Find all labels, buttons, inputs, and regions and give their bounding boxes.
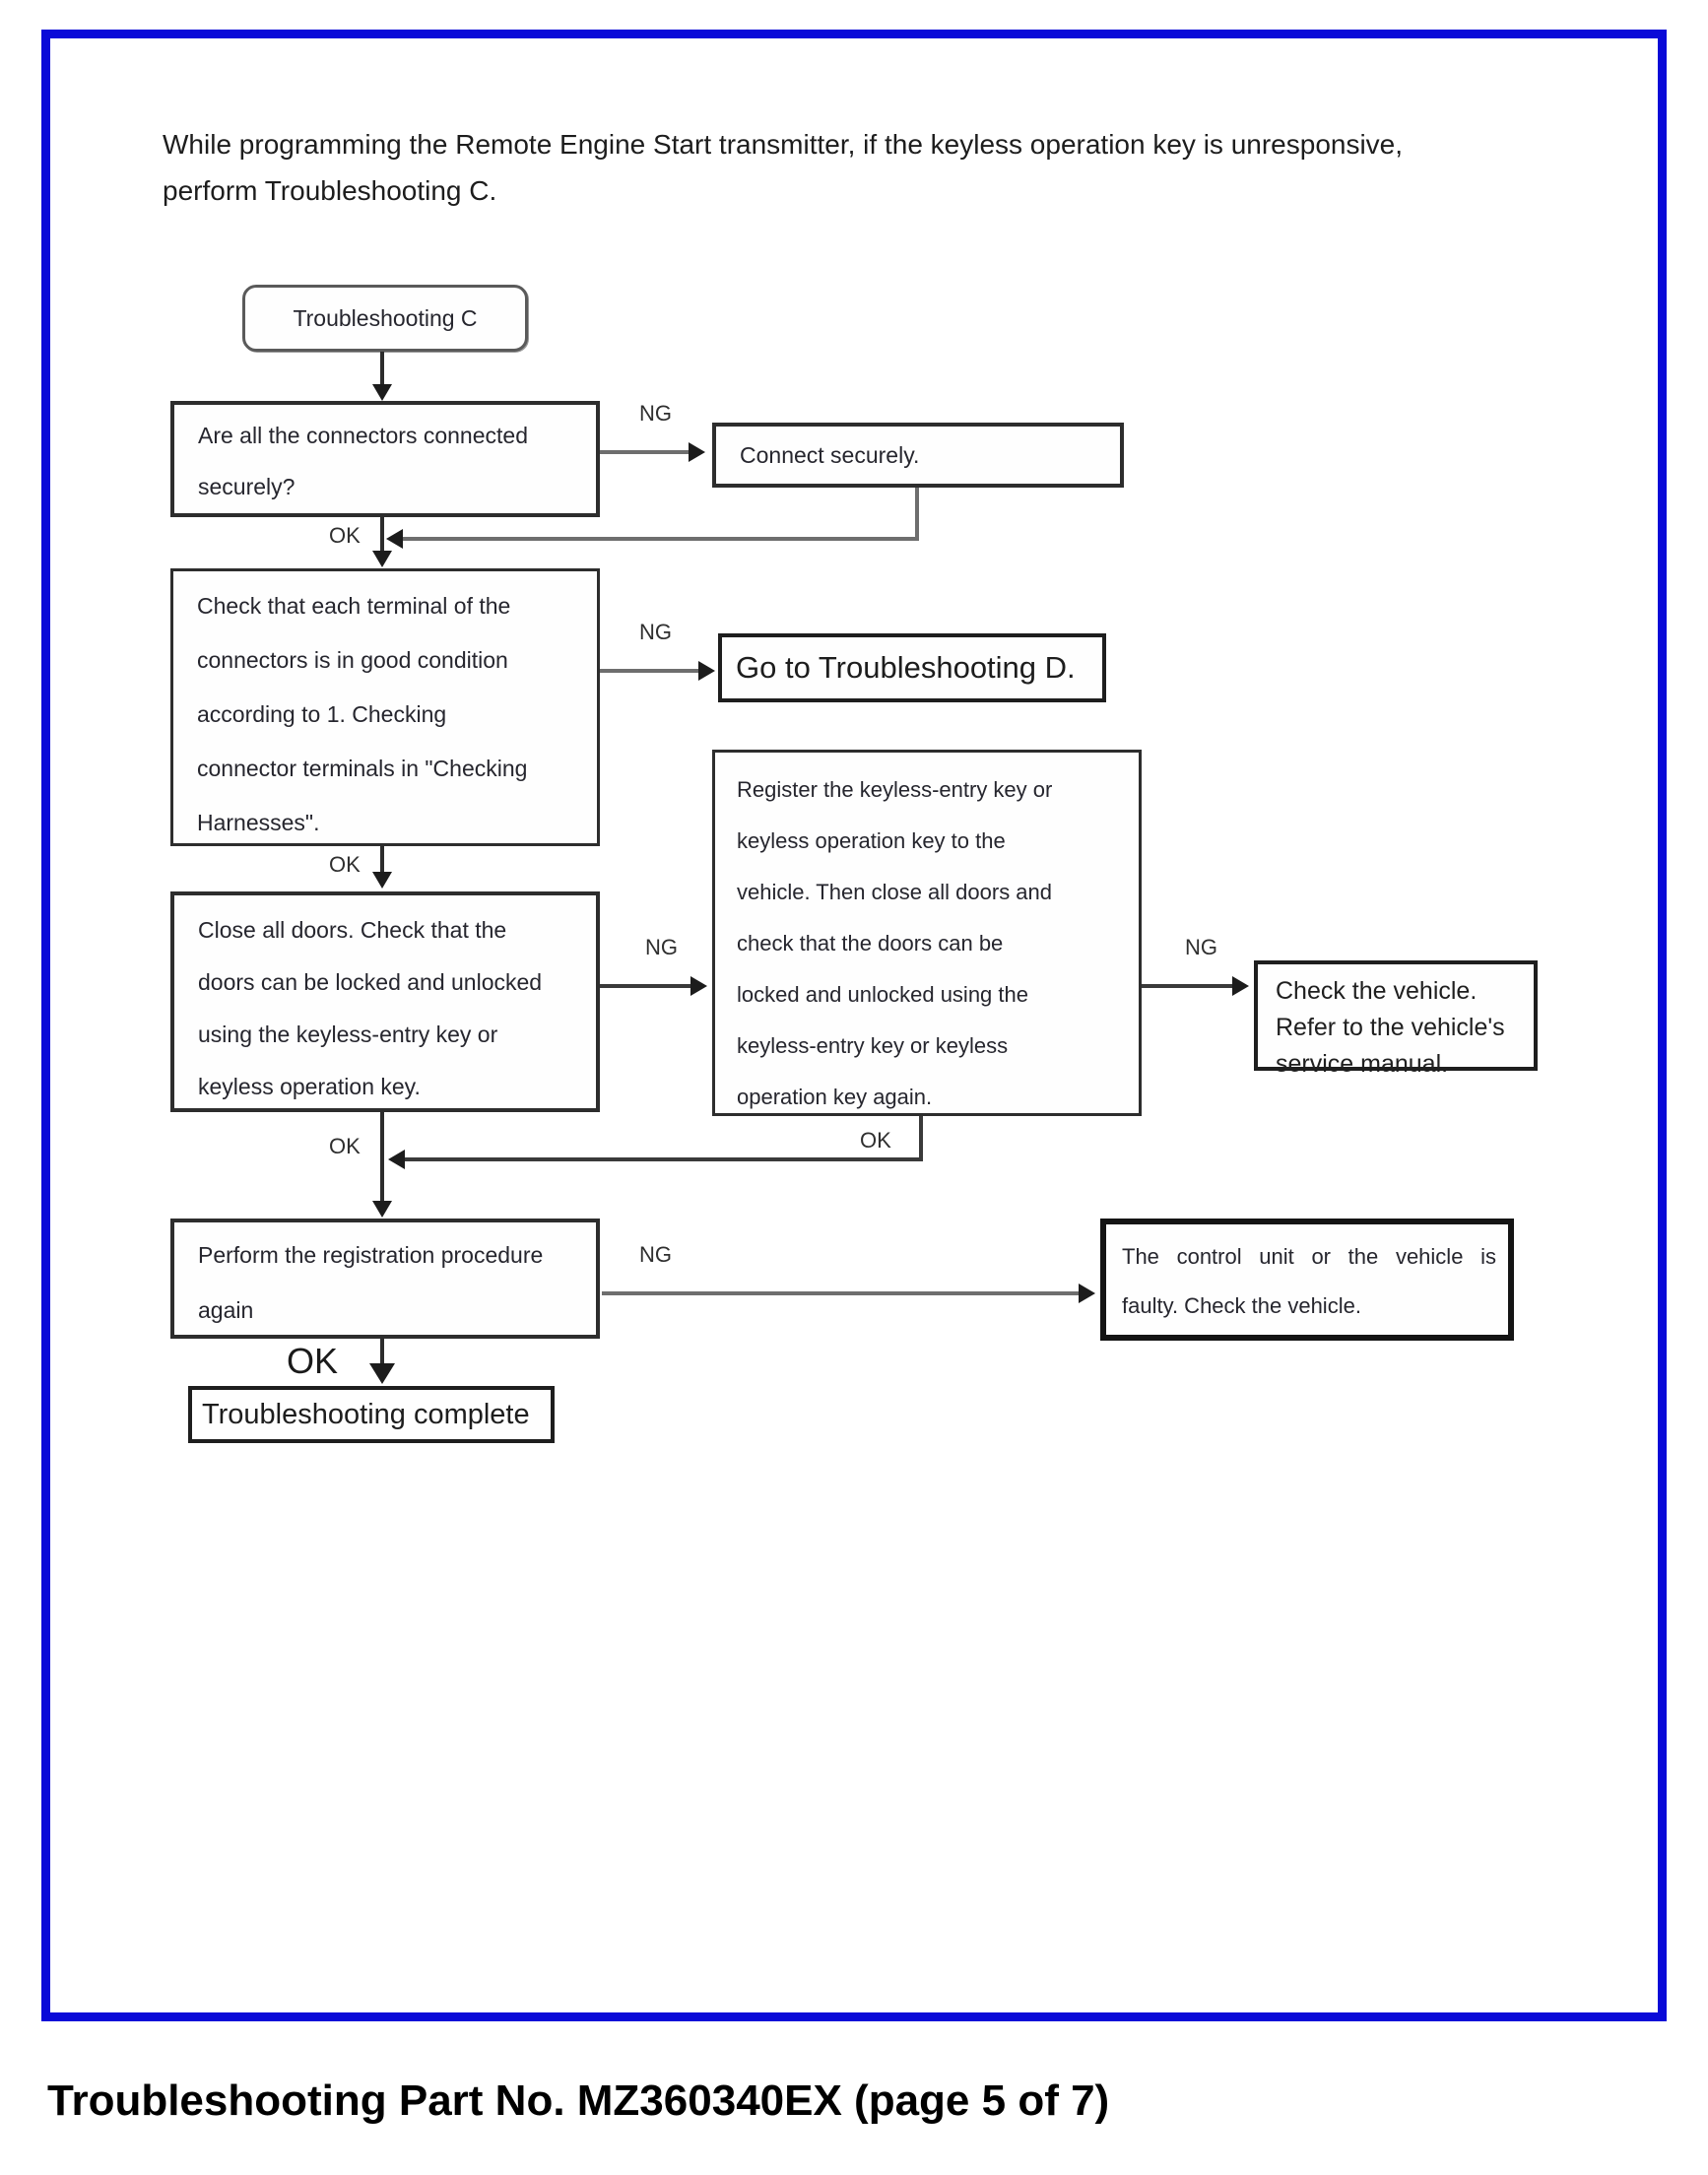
- label-ok-4: OK: [860, 1128, 891, 1153]
- arrowhead-down-icon: [372, 1201, 392, 1218]
- arrowhead-left-icon: [388, 1150, 405, 1169]
- connector-line: [919, 1116, 923, 1161]
- arrowhead-right-icon: [698, 661, 715, 681]
- page-border-frame: While programming the Remote Engine Star…: [41, 30, 1667, 2021]
- check-terminals-box: Check that each terminal of the connecto…: [170, 568, 600, 846]
- arrowhead-right-icon: [689, 442, 705, 462]
- question-connectors-box: Are all the connectors connected securel…: [170, 401, 600, 517]
- control-unit-faulty-box: The control unit or the vehicle is fault…: [1100, 1219, 1514, 1341]
- control-unit-faulty-line2: faulty. Check the vehicle.: [1122, 1293, 1361, 1318]
- connector-line: [401, 1157, 923, 1161]
- arrowhead-down-icon: [372, 872, 392, 889]
- arrowhead-right-icon: [1232, 976, 1249, 996]
- register-key-box: Register the keyless-entry key or keyles…: [712, 750, 1142, 1116]
- connector-line: [600, 984, 696, 988]
- troubleshooting-complete-box: Troubleshooting complete: [188, 1386, 555, 1443]
- label-ok-1: OK: [329, 523, 361, 548]
- arrowhead-right-icon: [1079, 1284, 1095, 1303]
- label-ng-1: NG: [639, 401, 672, 426]
- flow-start-node: Troubleshooting C: [242, 285, 528, 352]
- label-ng-5: NG: [639, 1242, 672, 1267]
- arrowhead-down-icon: [372, 384, 392, 401]
- arrowhead-right-icon: [690, 976, 707, 996]
- label-ok-5: OK: [287, 1341, 339, 1381]
- arrowhead-down-icon: [372, 551, 392, 567]
- connector-line: [1142, 984, 1240, 988]
- check-vehicle-box: Check the vehicle. Refer to the vehicle'…: [1254, 960, 1538, 1078]
- connector-line: [380, 1339, 384, 1368]
- connector-line: [600, 669, 706, 673]
- label-ng-3: NG: [645, 935, 678, 959]
- arrowhead-left-icon: [386, 529, 403, 549]
- label-ok-3: OK: [329, 1134, 361, 1158]
- label-ng-4: NG: [1185, 935, 1217, 959]
- goto-troubleshooting-d-box: Go to Troubleshooting D.: [718, 633, 1106, 702]
- connector-line: [602, 1291, 1084, 1295]
- close-doors-box: Close all doors. Check that the doors ca…: [170, 891, 600, 1112]
- label-ok-2: OK: [329, 852, 361, 877]
- label-ng-2: NG: [639, 620, 672, 644]
- arrowhead-down-icon: [369, 1363, 395, 1384]
- connector-line: [380, 517, 384, 555]
- connector-line: [380, 352, 384, 387]
- connector-line: [399, 537, 919, 541]
- connector-line: [380, 1112, 384, 1207]
- page-caption: Troubleshooting Part No. MZ360340EX (pag…: [47, 2076, 1110, 2125]
- intro-text: While programming the Remote Engine Star…: [163, 129, 1404, 206]
- control-unit-faulty-line1: The control unit or the vehicle is: [1122, 1244, 1496, 1269]
- perform-registration-box: Perform the registration procedure again: [170, 1219, 600, 1339]
- connector-line: [380, 846, 384, 876]
- connector-line: [915, 488, 919, 541]
- connector-line: [600, 450, 694, 454]
- connect-securely-box: Connect securely.: [712, 423, 1124, 488]
